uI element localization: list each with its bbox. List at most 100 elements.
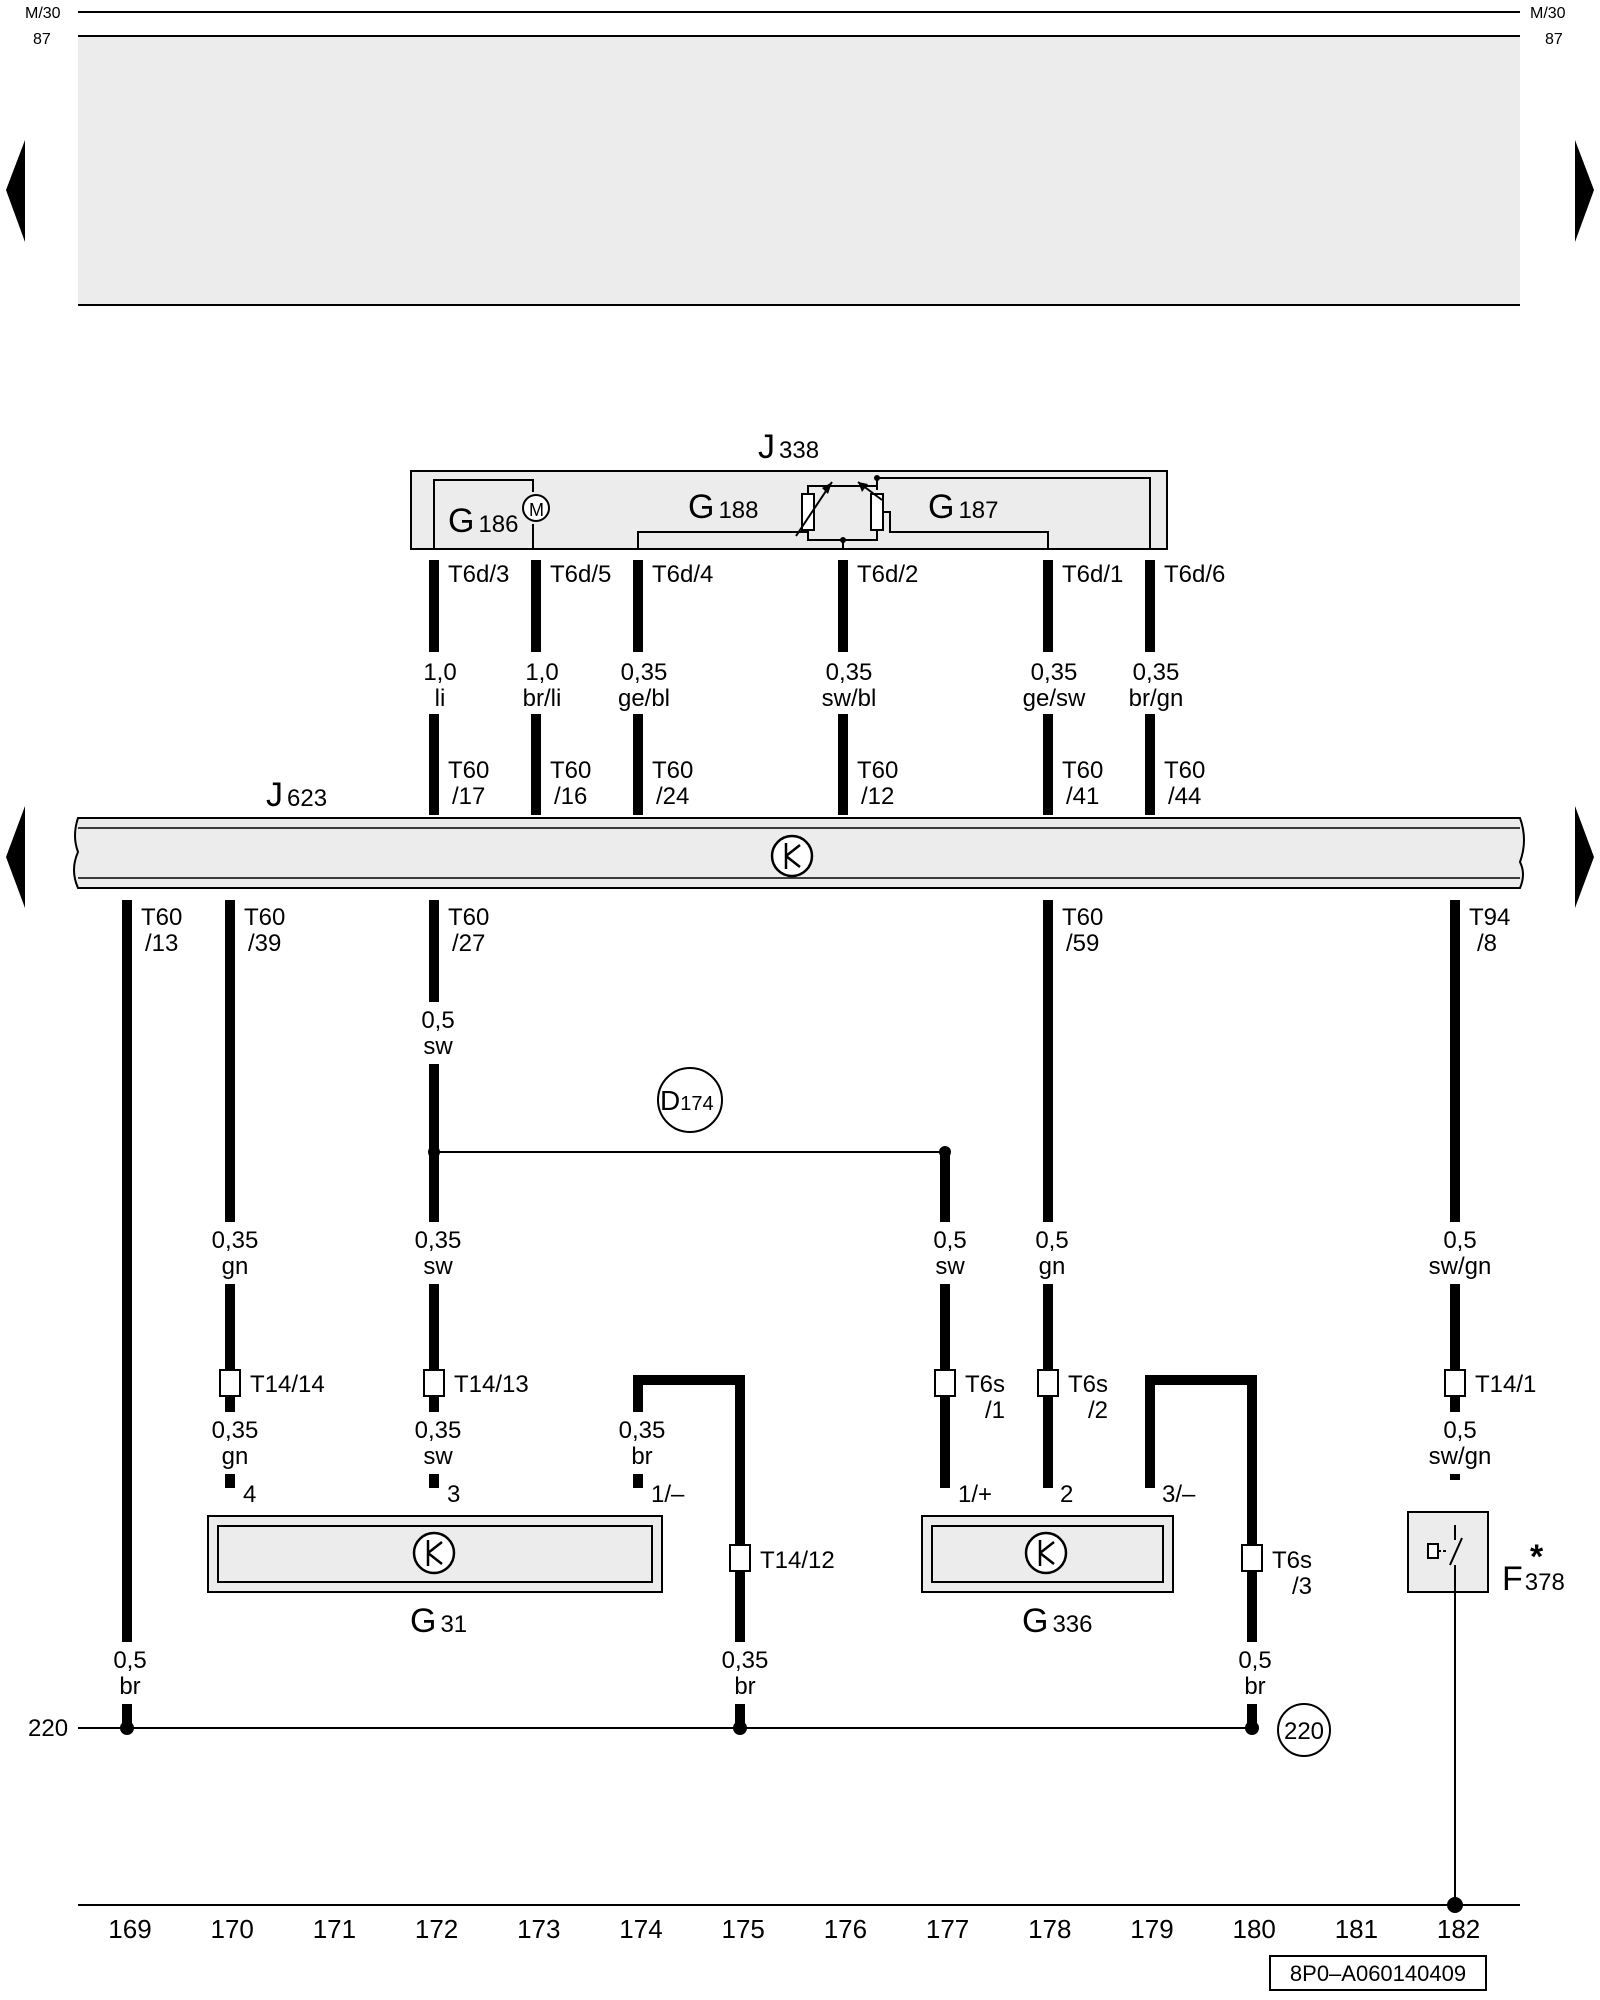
wire-color-172b: sw <box>423 1443 453 1470</box>
pin-t94-8-b: /8 <box>1477 930 1497 957</box>
pin-t6d-4: T6d/4 <box>652 561 713 588</box>
wire-color-174b: br <box>631 1443 652 1470</box>
column-number: 173 <box>517 1914 560 1944</box>
label-bg-180g <box>1215 1642 1295 1704</box>
j623-icon-line2 <box>785 855 801 868</box>
column-number: 171 <box>313 1914 356 1944</box>
rail-label-87-right: 87 <box>1545 31 1563 48</box>
pin-t6s-3-b: /3 <box>1292 1573 1312 1600</box>
pin-t6s-2-a: T6s <box>1068 1371 1108 1398</box>
connector-t14-12 <box>729 1544 751 1572</box>
pin-t60-59-a: T60 <box>1062 904 1103 931</box>
pin-t60-12-a: T60 <box>857 757 898 784</box>
label-bg-182b <box>1412 1412 1508 1474</box>
wire-size-178: 0,5 <box>1035 1227 1068 1254</box>
wire-size-182b: 0,5 <box>1443 1417 1476 1444</box>
g188-wiper-arrow <box>822 482 832 494</box>
pin-t60-39-b: /39 <box>248 930 281 957</box>
g31-pin-3: 3 <box>447 1481 460 1508</box>
ground-ref-label: 220 <box>1284 1718 1324 1745</box>
wire-size-177b: 0,5 <box>933 1227 966 1254</box>
d174-label: D174 <box>660 1085 714 1116</box>
j338-node-common <box>840 537 846 543</box>
f378-box <box>1407 1511 1489 1593</box>
label-bg-169 <box>90 1642 170 1704</box>
pin-t60-59-b: /59 <box>1066 930 1099 957</box>
connector-t14-14 <box>219 1369 241 1397</box>
pin-t6d-3: T6d/3 <box>448 561 509 588</box>
wire-size-179: 0,35 <box>1031 659 1078 686</box>
label-bg-179 <box>1008 652 1098 714</box>
j338-node-top <box>874 475 880 481</box>
doc-code-frame <box>1269 1955 1487 1991</box>
pin-t6s-1-a: T6s <box>965 1371 1005 1398</box>
nav-right-bottom-arrow[interactable] <box>1575 806 1594 908</box>
ground-label-left: 220 <box>28 1715 68 1742</box>
component-f378: F378 * <box>1407 1511 1565 1912</box>
wire-color-182b: sw/gn <box>1429 1443 1492 1470</box>
wire-size-177: 0,35 <box>826 659 873 686</box>
g31-icon-line1 <box>427 1541 443 1554</box>
label-bg-178 <box>1012 1222 1092 1284</box>
f378-contact-blade <box>1449 1537 1463 1566</box>
wire-color-170: gn <box>222 1253 249 1280</box>
label-bg-172b <box>398 1412 478 1474</box>
wire-color-170b: gn <box>222 1443 249 1470</box>
g336-pin-1: 1/+ <box>958 1481 992 1508</box>
g31-pin-4: 4 <box>243 1481 256 1508</box>
nav-left-top-arrow[interactable] <box>6 140 25 242</box>
column-number: 182 <box>1437 1914 1480 1944</box>
label-bg-175g <box>705 1642 785 1704</box>
label-bg-182 <box>1412 1222 1508 1284</box>
label-bg-177b <box>910 1222 990 1284</box>
label-bg-174b <box>602 1412 682 1474</box>
connector-t14-1 <box>1444 1369 1466 1397</box>
pin-t60-44-b: /44 <box>1168 783 1201 810</box>
rail-label-m30-right: M/30 <box>1530 5 1566 22</box>
rail-shaded-area <box>78 36 1520 304</box>
column-number: 179 <box>1130 1914 1173 1944</box>
column-number: 180 <box>1233 1914 1276 1944</box>
nav-right-top-arrow[interactable] <box>1575 140 1594 242</box>
nav-left-bottom-arrow[interactable] <box>6 806 25 908</box>
connector-t14-13 <box>423 1369 445 1397</box>
g187-wiper-arrow <box>858 482 868 492</box>
g31-pin-1: 1/– <box>651 1481 685 1508</box>
g336-pin-3: 3/– <box>1162 1481 1196 1508</box>
g186-motor-letter: M <box>529 500 544 520</box>
wire-color-180: br/gn <box>1129 685 1184 712</box>
ground-node-169 <box>120 1721 134 1735</box>
wire-color-177: sw/bl <box>822 685 877 712</box>
pin-t60-12-b: /12 <box>861 783 894 810</box>
pin-t60-39-a: T60 <box>244 904 285 931</box>
column-number: 169 <box>108 1914 151 1944</box>
label-bg-175 <box>602 652 682 714</box>
wire-color-178: gn <box>1039 1253 1066 1280</box>
pin-t6s-1-b: /1 <box>985 1397 1005 1424</box>
ground-bus: 220 220 <box>28 1703 1331 1757</box>
f378-asterisk: * <box>1530 1538 1544 1576</box>
g336-icon-line2 <box>1039 1552 1055 1565</box>
pin-t14-14: T14/14 <box>250 1371 325 1398</box>
doc-code: 8P0–A060140409 <box>1290 1961 1466 1986</box>
wires-j338-j623: 1,0 li 1,0 br/li 0,35 ge/bl 0,35 sw/bl 0… <box>400 560 1225 815</box>
label-bg-170 <box>195 1222 275 1284</box>
wire-color-169: br <box>119 1673 140 1700</box>
pin-t94-8-a: T94 <box>1469 904 1510 931</box>
label-bg-177 <box>805 652 885 714</box>
wire-color-172-mid: sw <box>423 1033 453 1060</box>
j338-internal-wire-t6d6 <box>876 477 1151 549</box>
rail-label-m30-left: M/30 <box>25 5 61 22</box>
column-number: 170 <box>211 1914 254 1944</box>
column-number: 178 <box>1028 1914 1071 1944</box>
pin-t60-17-b: /17 <box>452 783 485 810</box>
label-bg-180 <box>1112 652 1202 714</box>
column-number: 181 <box>1335 1914 1378 1944</box>
column-number: 176 <box>824 1914 867 1944</box>
wire-color-172: sw <box>423 1253 453 1280</box>
rail-label-87-left: 87 <box>33 31 51 48</box>
pin-t60-44-a: T60 <box>1164 757 1205 784</box>
